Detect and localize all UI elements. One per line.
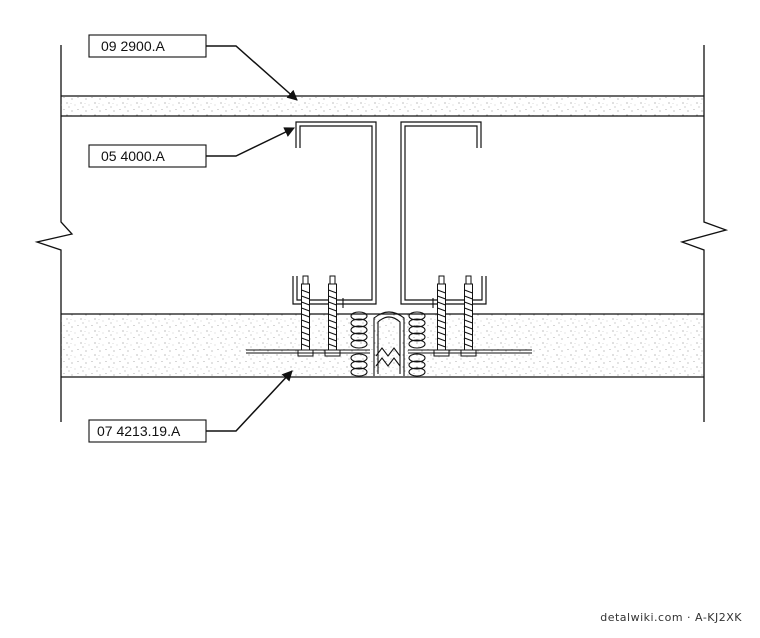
callout-gypsum-leader	[206, 45, 298, 101]
callout-joint-label: 07 4213.19.A	[97, 423, 181, 439]
metal-studs	[292, 121, 487, 305]
left-break-line	[34, 45, 74, 422]
coil-left	[350, 311, 368, 377]
left-stud	[292, 121, 377, 305]
joint-bellows	[373, 311, 405, 376]
callout-stud: 05 4000.A	[88, 127, 295, 168]
callout-stud-leader	[206, 127, 295, 157]
callout-joint-leader	[206, 370, 293, 432]
source-watermark: detalwiki.com · A-KJ2XK	[600, 611, 742, 624]
callout-gypsum: 09 2900.A	[88, 34, 298, 101]
callout-joint: 07 4213.19.A	[88, 370, 293, 443]
callout-stud-label: 05 4000.A	[101, 148, 165, 164]
right-stud	[400, 121, 487, 305]
wall-edges	[34, 45, 729, 422]
top-gypsum-board	[61, 95, 704, 117]
coil-right	[408, 311, 426, 377]
expansion-joint	[246, 298, 532, 377]
bottom-gypsum-board	[61, 313, 704, 378]
right-break-line	[679, 45, 729, 422]
callout-gypsum-label: 09 2900.A	[101, 38, 165, 54]
